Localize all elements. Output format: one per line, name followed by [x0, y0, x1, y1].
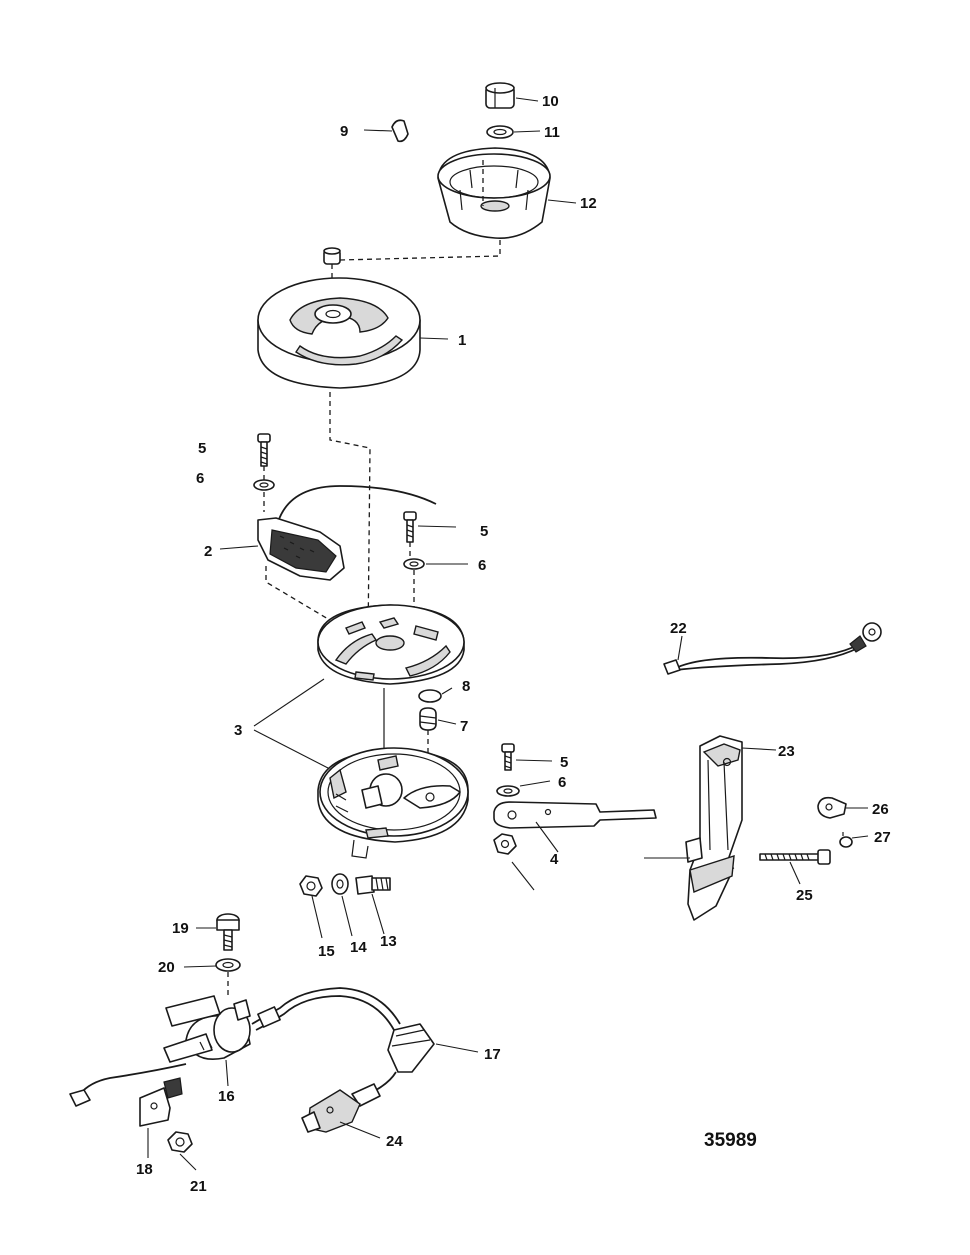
part-15-nut	[299, 875, 323, 939]
part-23-cover	[685, 735, 777, 921]
hex-nut-lower	[493, 833, 535, 891]
callout-25: 25	[796, 887, 813, 904]
callout-17: 17	[484, 1046, 501, 1063]
callout-21: 21	[190, 1178, 207, 1195]
callout-13: 13	[380, 933, 397, 950]
callout-5b: 5	[480, 523, 488, 540]
part-20-washer	[183, 958, 241, 996]
callout-3: 3	[234, 722, 242, 739]
part-1-flywheel	[257, 277, 449, 389]
callout-10: 10	[542, 93, 559, 110]
part-2-pulser-coil	[219, 485, 437, 645]
coil-primary-wire	[79, 1063, 187, 1095]
part-16-ignition-coil	[163, 995, 251, 1087]
part-3-leaders	[253, 678, 385, 769]
part-17-ht-lead	[251, 987, 479, 1073]
part-18-bracket	[139, 1077, 183, 1158]
callout-4: 4	[550, 851, 559, 868]
part-11-washer	[486, 125, 541, 139]
part-13-screw	[355, 875, 391, 935]
callout-22: 22	[670, 620, 687, 637]
callout-8: 8	[462, 678, 470, 695]
callout-19: 19	[172, 920, 189, 937]
part-22-ground-lead	[663, 622, 882, 675]
callout-12: 12	[580, 195, 597, 212]
part-5-screw-upper	[257, 433, 271, 480]
part-6-washer-middle	[403, 558, 468, 620]
callout-1: 1	[458, 332, 466, 349]
callout-6c: 6	[558, 774, 566, 791]
callout-26: 26	[872, 801, 889, 818]
callout-16: 16	[218, 1088, 235, 1105]
part-25-bolt	[759, 849, 831, 885]
flywheel-nut	[323, 247, 341, 265]
callout-6a: 6	[196, 470, 204, 487]
part-4-link-arm	[493, 801, 657, 853]
callout-6b: 6	[478, 557, 486, 574]
callout-labels: 10 9 11 12 1 5 6 5 2 6 22 8 3 7 5 23 6 2…	[136, 93, 891, 1195]
callout-23: 23	[778, 743, 795, 760]
part-21-nut	[167, 1131, 197, 1171]
part-3-stator-plate-upper	[317, 604, 465, 685]
figure-number: 35989	[704, 1130, 757, 1151]
callout-9: 9	[340, 123, 348, 140]
callout-2: 2	[204, 543, 212, 560]
callout-15: 15	[318, 943, 335, 960]
part-5-screw-middle	[403, 511, 457, 556]
part-5-screw-right	[501, 743, 553, 771]
part-27-screw	[839, 832, 869, 848]
callout-7: 7	[460, 718, 468, 735]
callout-18: 18	[136, 1161, 153, 1178]
part-8-washer	[418, 687, 453, 703]
callout-20: 20	[158, 959, 175, 976]
alignment-line-flywheel	[329, 392, 371, 641]
part-26-clip	[817, 796, 868, 819]
callout-11: 11	[544, 124, 560, 141]
part-9-key	[363, 119, 409, 143]
callout-27: 27	[874, 829, 891, 846]
part-24-plug-cap	[301, 1071, 397, 1139]
coil-wire-terminal	[69, 1089, 91, 1107]
part-3-breaker-plate-lower	[317, 747, 469, 859]
callout-5a: 5	[198, 440, 206, 457]
callout-5c: 5	[560, 754, 568, 771]
part-14-washer	[331, 873, 353, 937]
part-6-washer-upper	[253, 479, 275, 512]
callout-14: 14	[350, 939, 367, 956]
part-19-screw	[196, 913, 240, 951]
alignment-line-cup	[339, 240, 501, 261]
part-10-nut	[485, 82, 539, 109]
part-12-starter-cup	[437, 147, 577, 239]
part-6-washer-right	[496, 780, 551, 797]
callout-24: 24	[386, 1133, 403, 1150]
